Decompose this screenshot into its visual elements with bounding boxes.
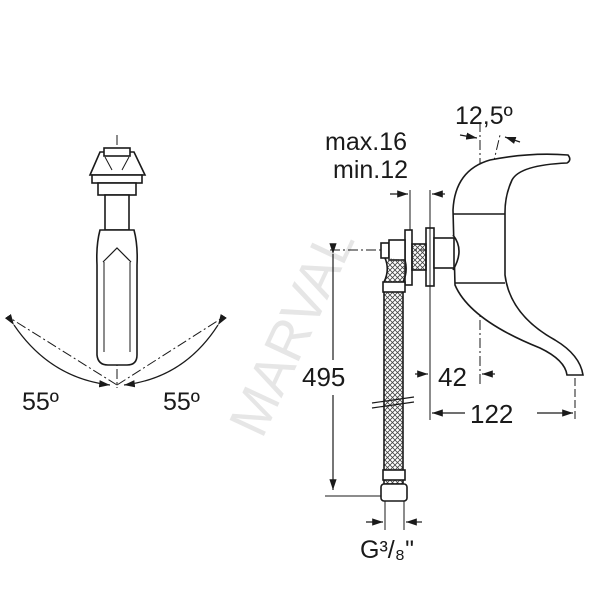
angle-right-label: 55º — [163, 388, 200, 416]
thread-label: G³/₈" — [360, 536, 414, 564]
side-view — [325, 122, 584, 530]
offset-label: 42 — [438, 362, 467, 392]
height-label: 495 — [302, 362, 345, 392]
projection-label: 122 — [470, 399, 513, 429]
watermark: MARVAL — [217, 218, 367, 445]
angle-left-label: 55º — [22, 388, 59, 416]
wall-min-label: min.12 — [333, 156, 408, 184]
tilt-angle-label: 12,5º — [455, 102, 513, 130]
wall-max-label: max.16 — [325, 128, 407, 156]
front-view — [4, 135, 227, 388]
